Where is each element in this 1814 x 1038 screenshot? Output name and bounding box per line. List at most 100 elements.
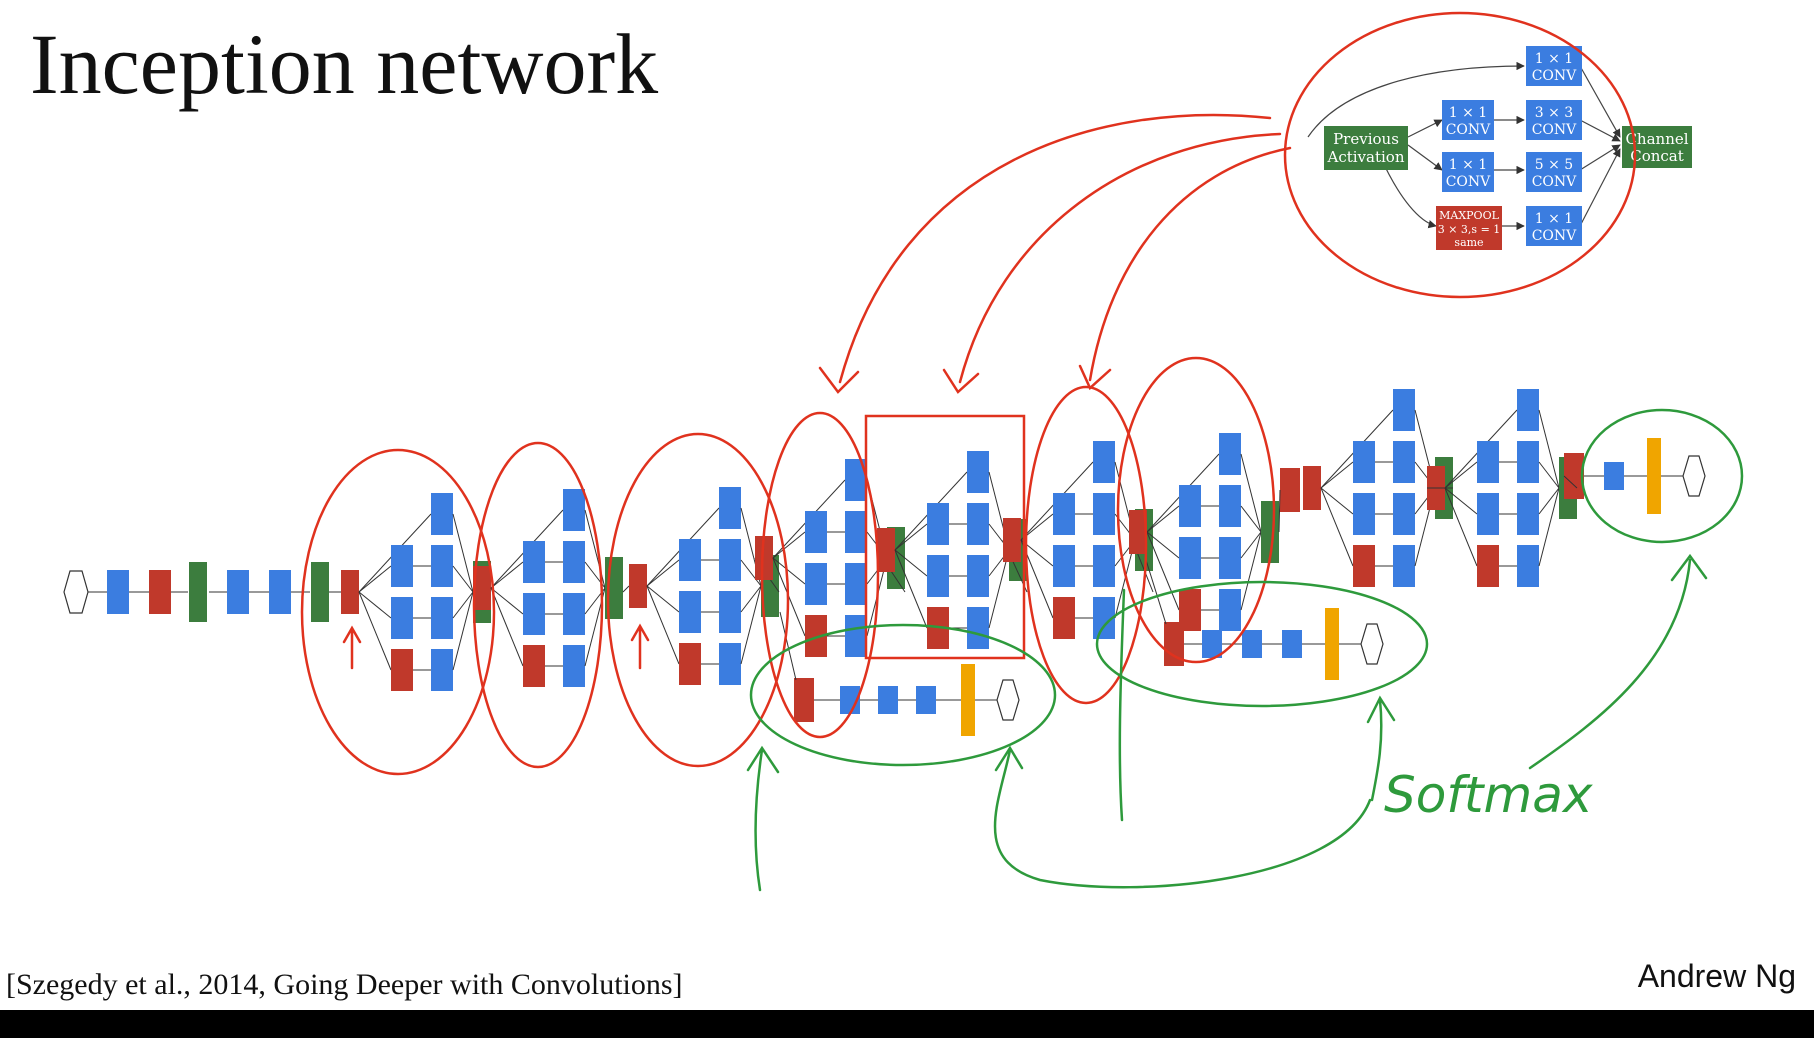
inception-5b-maxpool	[1477, 545, 1499, 587]
conv-3x3-branch2: 3 × 3 CONV	[1526, 100, 1582, 140]
inception-4d-conv	[1093, 493, 1115, 535]
svg-text:1 × 1: 1 × 1	[1449, 157, 1487, 173]
inception-4c-conv	[967, 503, 989, 545]
connector-line	[646, 585, 680, 665]
inception-4a-conv	[719, 539, 741, 581]
red-circle-inception-3b	[472, 441, 604, 769]
svg-text:1 × 1: 1 × 1	[1535, 51, 1573, 67]
previous-activation-box: Previous Activation	[1324, 126, 1408, 170]
red-box-inception-4c	[864, 414, 1026, 660]
aux1-conv	[1202, 630, 1222, 658]
conv-5x5-branch3: 5 × 5 CONV	[1526, 152, 1582, 192]
inception-4d-pool-proj	[1093, 597, 1115, 639]
inception-4b-pool-proj	[845, 615, 867, 657]
red-circle-inception-4a	[606, 432, 790, 768]
inception-3a-reduce	[391, 597, 413, 639]
inception-4c-pool-proj	[967, 607, 989, 649]
inception-3a-pool-proj	[431, 649, 453, 691]
inception-3a-conv	[431, 597, 453, 639]
green-arrow-to-softmax0	[993, 745, 1372, 889]
conv-1x1-reduce-branch3: 1 × 1 CONV	[1442, 152, 1494, 192]
inception-5b-conv-1x1	[1517, 389, 1539, 431]
connector-line	[1240, 531, 1262, 611]
fc-final	[1604, 462, 1624, 490]
inception-entry-pool	[1129, 510, 1147, 554]
avgpool-final	[1564, 453, 1584, 499]
connector-line	[1320, 461, 1354, 489]
aux1-avgpool	[1164, 622, 1184, 666]
slide: Inception network	[0, 0, 1814, 1010]
green-arrow-aux0-input	[746, 745, 780, 892]
softmax-handwritten-label: Softmax	[1384, 766, 1593, 824]
inception-5a-conv	[1393, 493, 1415, 535]
svg-text:3 × 3,s = 1: 3 × 3,s = 1	[1438, 223, 1501, 236]
connector-line	[1444, 487, 1478, 567]
aux0-fc2	[916, 686, 936, 714]
inception-3b-conv-1x1	[563, 489, 585, 531]
inception-3a-conv-1x1	[431, 493, 453, 535]
inception-3b-conv	[563, 593, 585, 635]
connector-line	[452, 591, 474, 619]
softmax2-output	[1682, 455, 1706, 497]
inception-4a-conv	[719, 591, 741, 633]
googlenet-network	[63, 389, 1706, 736]
aux1-softmax-activation	[1325, 608, 1339, 680]
connector-line	[490, 587, 524, 615]
aux1-fc1	[1242, 630, 1262, 658]
connector-line	[1240, 531, 1262, 559]
connector-line	[894, 549, 928, 629]
inception-5a-maxpool	[1353, 545, 1375, 587]
inception-module: Previous Activation 1 × 1 CONV 1 × 1 CON…	[1307, 46, 1692, 250]
connector-line	[452, 565, 474, 593]
connector-line	[1538, 487, 1560, 567]
svg-text:3 × 3: 3 × 3	[1535, 105, 1573, 121]
inception-5a-pool-proj	[1393, 545, 1415, 587]
inception-4d-conv	[1093, 545, 1115, 587]
inception-4b-maxpool	[805, 615, 827, 657]
inception-5a-conv-1x1	[1393, 389, 1415, 431]
author-name: Andrew Ng	[1637, 958, 1796, 994]
connector-line	[358, 565, 392, 593]
connector-line	[1320, 487, 1354, 567]
green-annotations: Softmax	[746, 408, 1744, 892]
connector-line	[1240, 453, 1262, 533]
inception-4e-pool-proj	[1219, 589, 1241, 631]
svg-text:CONV: CONV	[1446, 122, 1491, 138]
connector-line	[646, 585, 680, 613]
connector-line	[452, 513, 474, 593]
svg-text:MAXPOOL: MAXPOOL	[1439, 209, 1499, 222]
inception-4e-conv	[1219, 537, 1241, 579]
inception-5a-reduce	[1353, 441, 1375, 483]
inception-5a-conv	[1393, 441, 1415, 483]
connector-line	[740, 559, 762, 587]
connector-line	[452, 591, 474, 671]
red-circle-inception-3a	[300, 448, 496, 776]
inception-entry-pool	[1303, 466, 1321, 510]
previous-activation-label-2: Activation	[1327, 148, 1405, 166]
connector-line	[1538, 461, 1560, 489]
inception-3b-reduce	[523, 593, 545, 635]
softmax0-output	[996, 679, 1020, 721]
inception-4b-conv	[845, 563, 867, 605]
inception-4a-conv-1x1	[719, 487, 741, 529]
inception-diagram: Previous Activation 1 × 1 CONV 1 × 1 CON…	[63, 11, 1744, 892]
connector-line	[358, 591, 392, 619]
svg-text:CONV: CONV	[1532, 122, 1577, 138]
previous-activation-label-1: Previous	[1333, 130, 1399, 148]
svg-text:Concat: Concat	[1630, 147, 1684, 165]
connector-line	[1320, 487, 1354, 515]
stem-layer-3	[227, 570, 249, 614]
inception-4b-conv	[845, 511, 867, 553]
inception-5b-pool-proj	[1517, 545, 1539, 587]
inception-3b-conv	[563, 541, 585, 583]
red-circle-inception-4e	[1116, 356, 1276, 664]
inception-4d-maxpool	[1053, 597, 1075, 639]
inception-4e-conv	[1219, 485, 1241, 527]
inception-entry-pool	[877, 528, 895, 572]
connector-line	[740, 585, 762, 665]
inception-3b-reduce	[523, 541, 545, 583]
inception-4e-maxpool	[1179, 589, 1201, 631]
inception-3b-pool-proj	[563, 645, 585, 687]
svg-text:same: same	[1454, 236, 1483, 249]
inception-4e-reduce	[1179, 537, 1201, 579]
